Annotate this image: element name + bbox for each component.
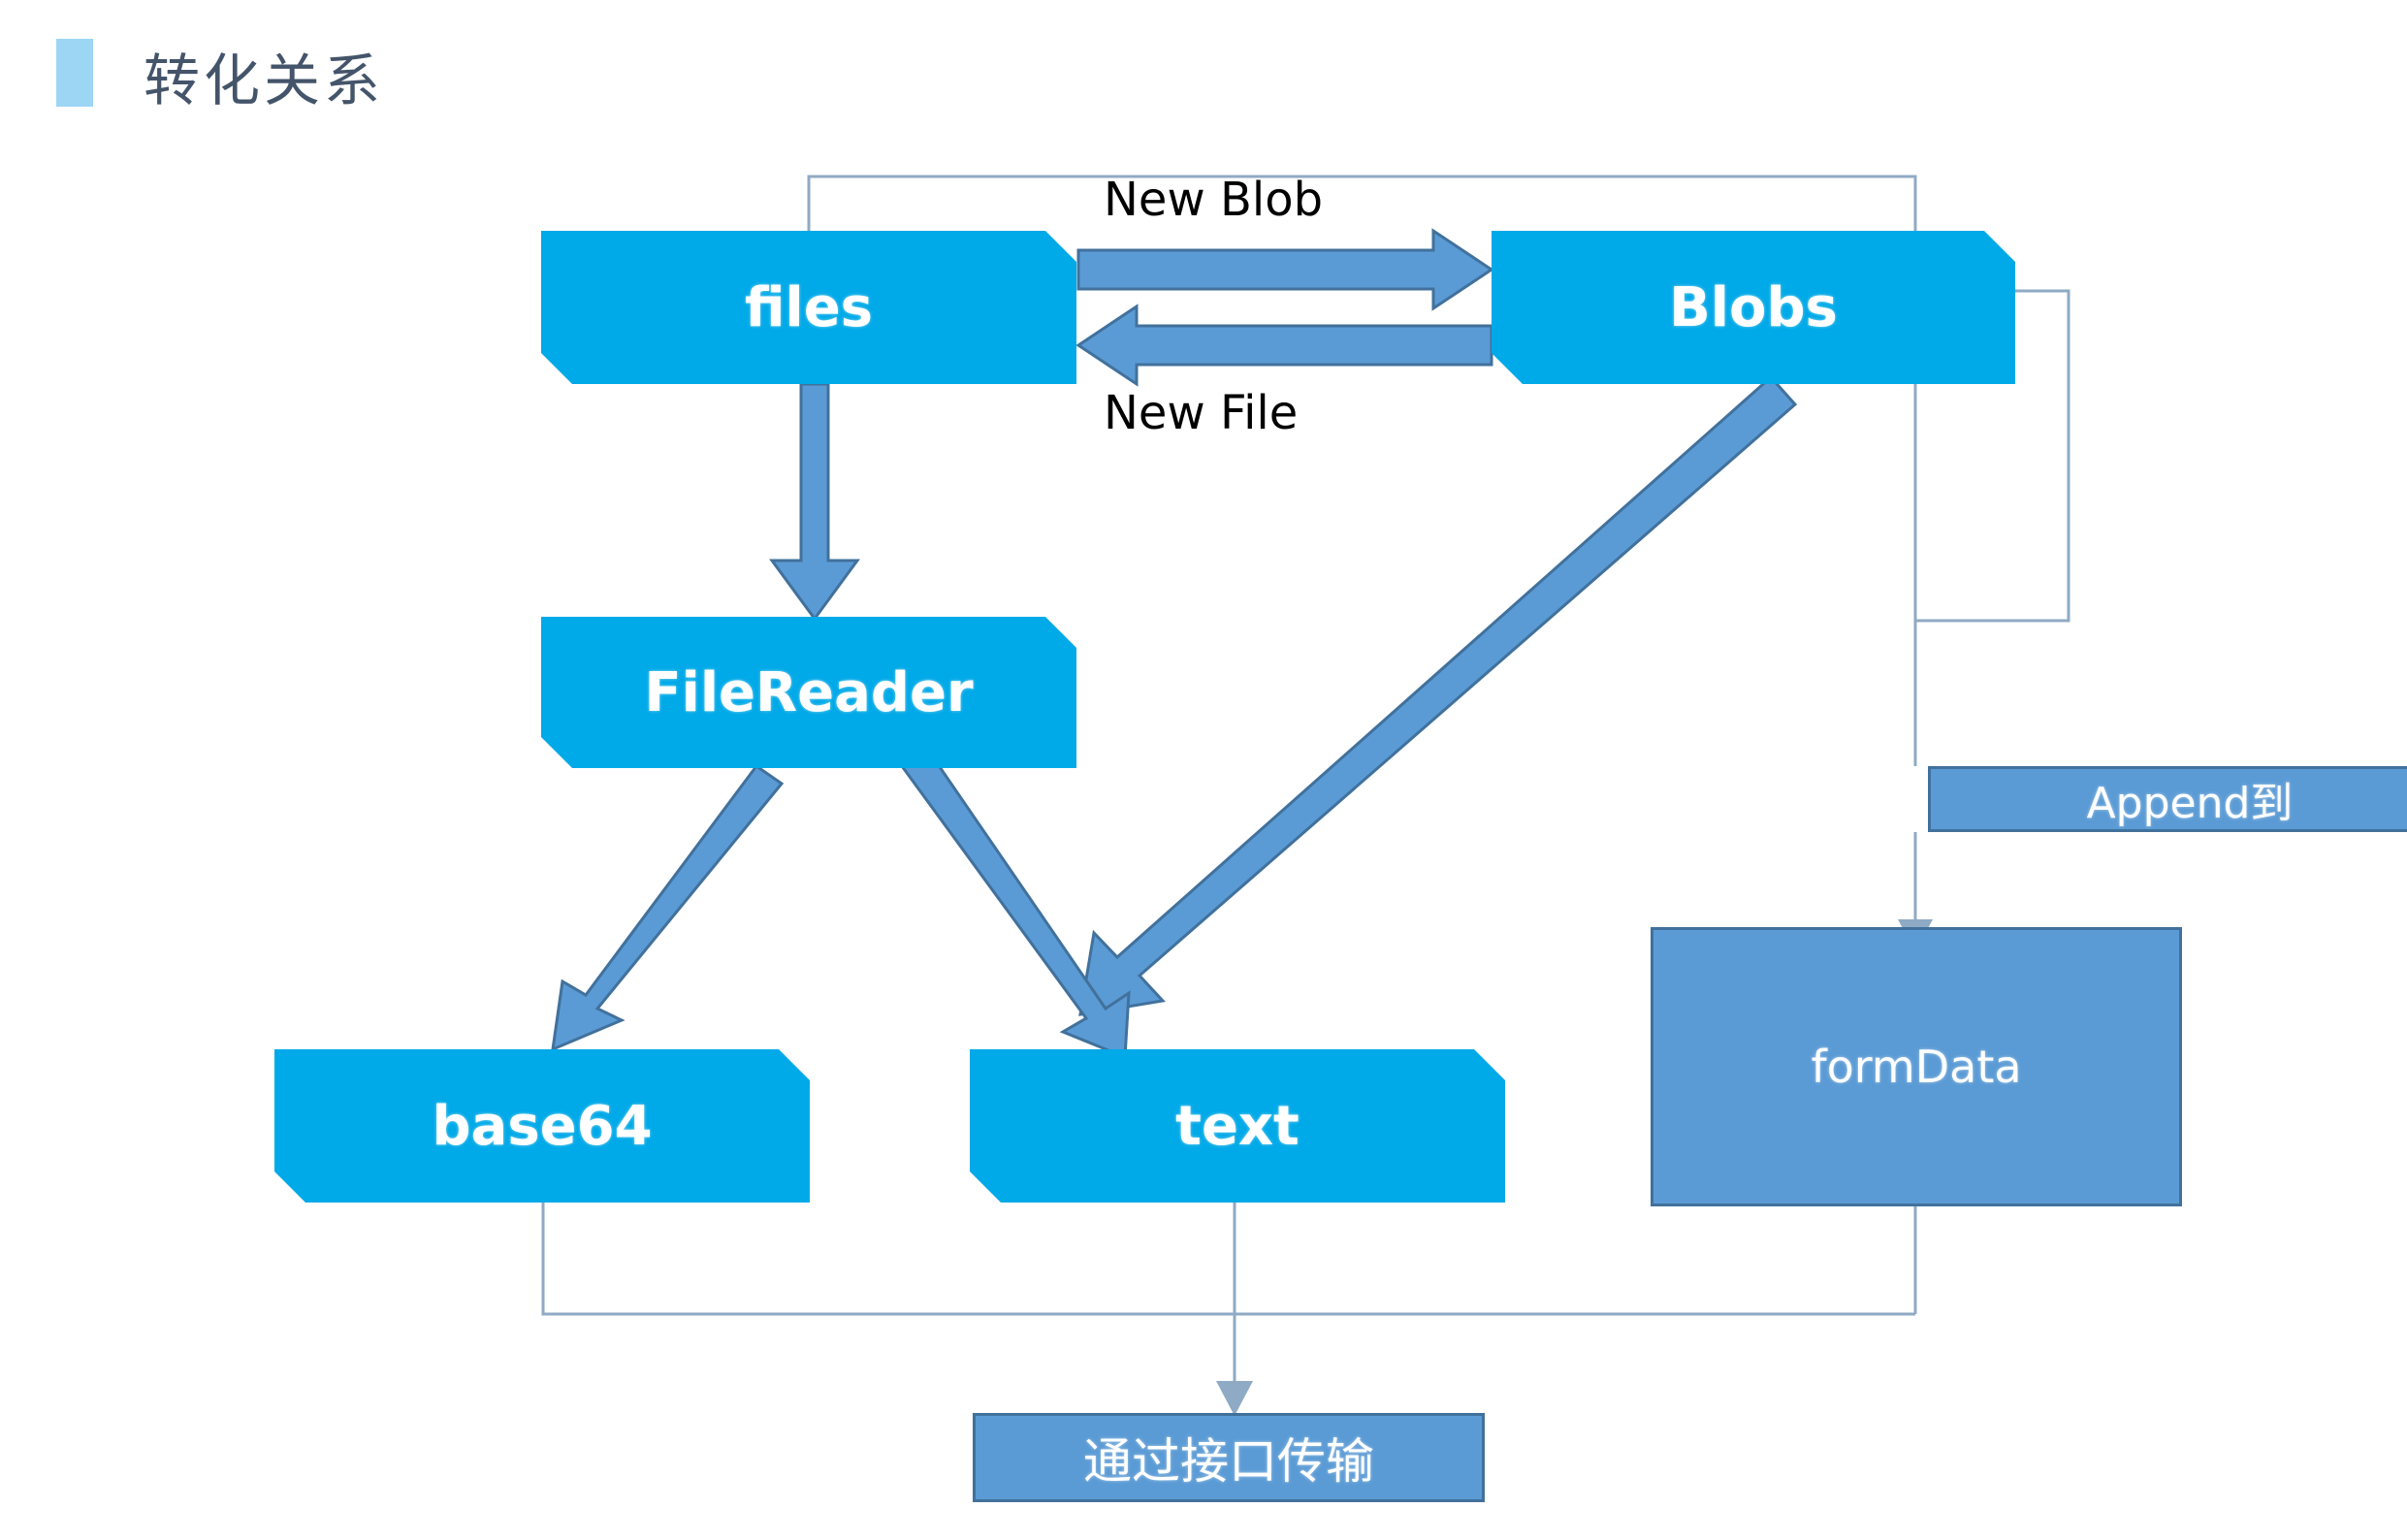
- panel-transfer[interactable]: 通过接口传输: [973, 1413, 1485, 1502]
- arrow-blobs-to-filereader: [1078, 374, 1798, 1016]
- thin-arrowhead-transfer: [1216, 1381, 1253, 1416]
- arrow-files-to-blobs: [1076, 228, 1494, 311]
- node-base64[interactable]: base64: [274, 1049, 810, 1203]
- node-blobs[interactable]: Blobs: [1492, 231, 2015, 384]
- thin-line-base64-bottom-route: [541, 1203, 1915, 1316]
- arrow-filereader-to-base64: [551, 763, 785, 1052]
- arrow-blobs-to-files: [1075, 304, 1493, 387]
- node-files[interactable]: files: [541, 231, 1076, 384]
- arrow-filereader-to-text: [899, 746, 1131, 1060]
- page-title: 转化关系: [144, 48, 385, 113]
- arrow-files-to-filereader: [769, 382, 860, 622]
- panel-form-data[interactable]: formData: [1651, 927, 2182, 1206]
- edge-label-new-file: New File: [1104, 386, 1299, 440]
- node-filereader[interactable]: FileReader: [541, 617, 1076, 768]
- label-append-to[interactable]: Append到: [1928, 766, 2407, 832]
- node-text[interactable]: text: [970, 1049, 1505, 1203]
- title-accent-bar: [56, 39, 93, 107]
- edge-label-new-blob: New Blob: [1104, 173, 1324, 227]
